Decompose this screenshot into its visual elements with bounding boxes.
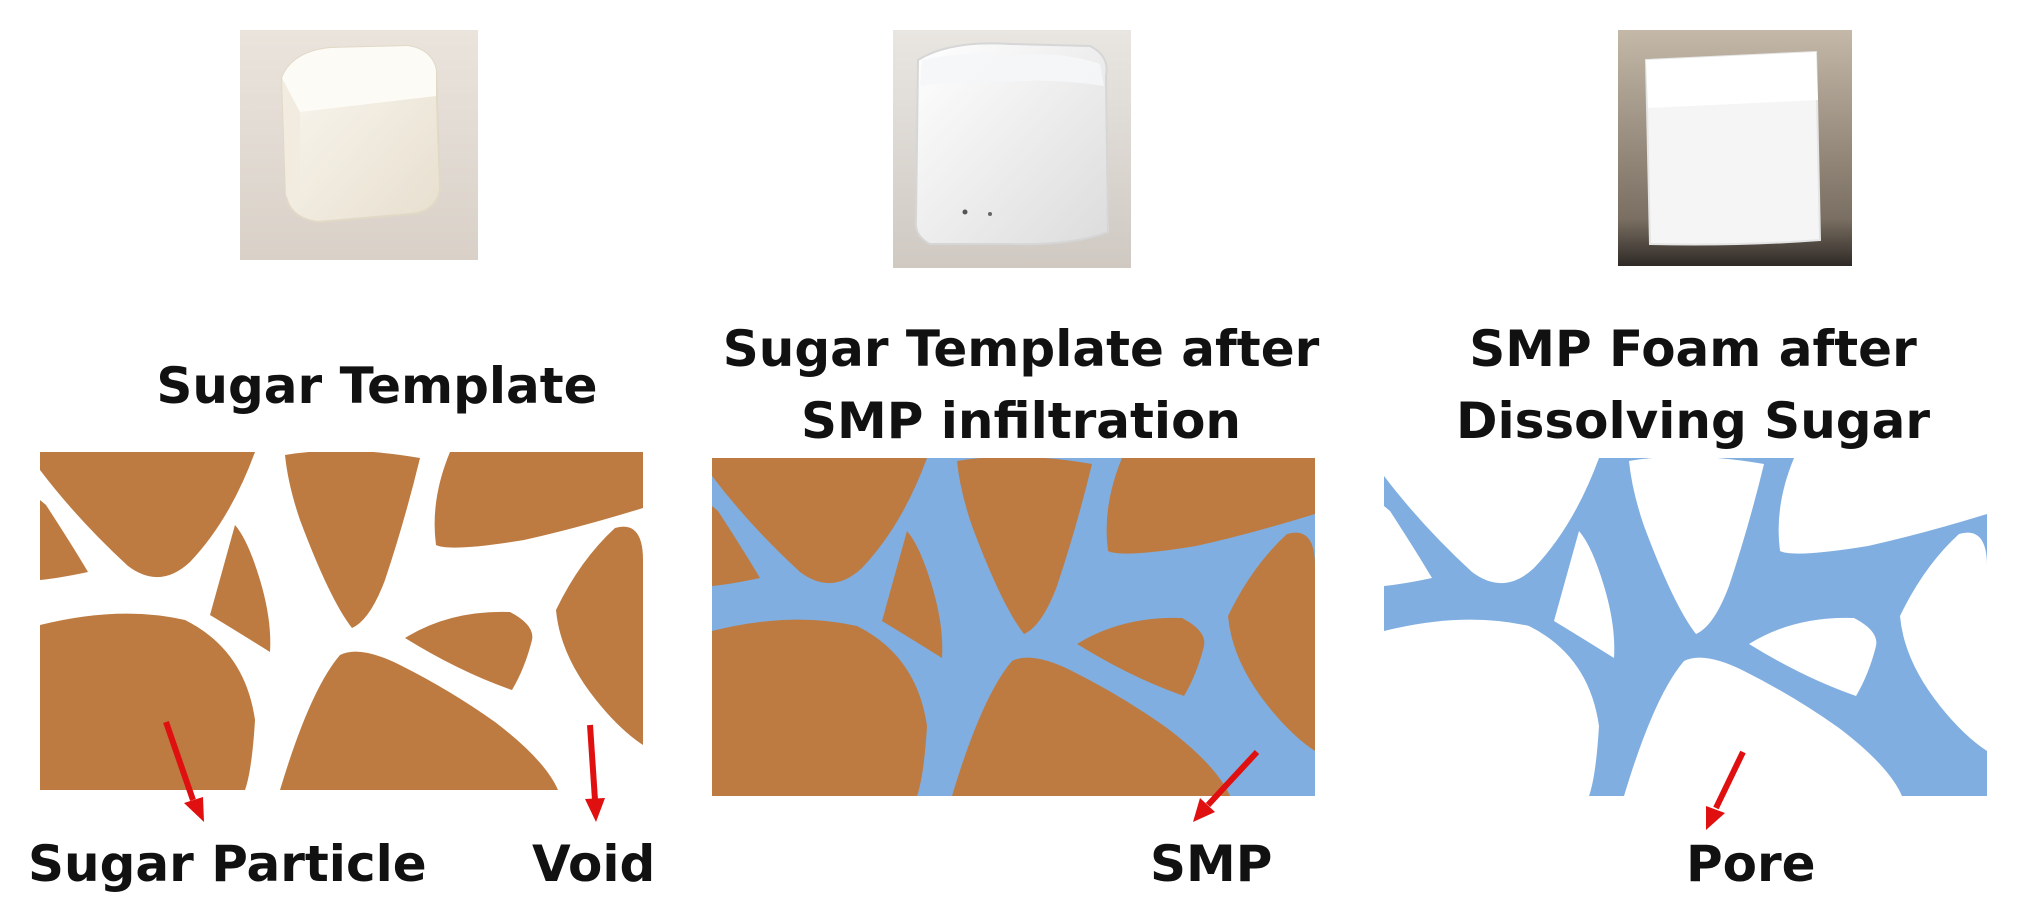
sugar-particle-shape [285,452,420,628]
sugar-particle-shape [40,452,255,578]
sugar-template-diagram [40,452,643,790]
sugar-particle-shape [556,526,643,745]
sugar-cube-photo [240,30,478,260]
arrow-sugar-particle [163,721,204,822]
sugar-particle-shape [434,452,643,548]
smp-foam-diagram [1384,458,1987,796]
smp-label: SMP [1150,835,1273,893]
arrow-pore [1706,750,1746,830]
panel-3-title-line-2: Dissolving Sugar [1456,392,1930,450]
sugar-particle-label: Sugar Particle [28,835,427,893]
sugar-particle-shape [712,506,760,586]
sugar-particle-shape [40,500,88,580]
arrow-smp [1193,749,1260,822]
sugar-particle-shape [882,531,943,658]
infiltrated-template-diagram [712,458,1315,796]
sugar-particle-shape [405,611,533,690]
arrow-void [585,724,605,822]
panel-2-title-line-2: SMP infiltration [800,392,1242,450]
panel-1-title: Sugar Template [156,357,598,415]
foam-cube-photo [1618,30,1852,266]
sugar-particle-shape [280,651,558,790]
void-label: Void [532,835,656,893]
pore-label: Pore [1686,835,1816,893]
sugar-particle-shape [712,458,927,584]
sugar-particle-shape [712,619,927,796]
sugar-particle-shape [1077,617,1205,696]
infiltrated-cube-photo [893,30,1131,268]
panel-2-title-line-1: Sugar Template after [722,320,1320,378]
panel-3-title-line-1: SMP Foam after [1469,320,1917,378]
sugar-particle-shape [1106,458,1315,554]
sugar-particle-shape [1228,532,1315,751]
sugar-particle-shape [40,613,255,790]
sugar-particle-shape [957,458,1092,634]
sugar-particle-shape [952,657,1230,796]
sugar-particle-shape [210,525,271,652]
